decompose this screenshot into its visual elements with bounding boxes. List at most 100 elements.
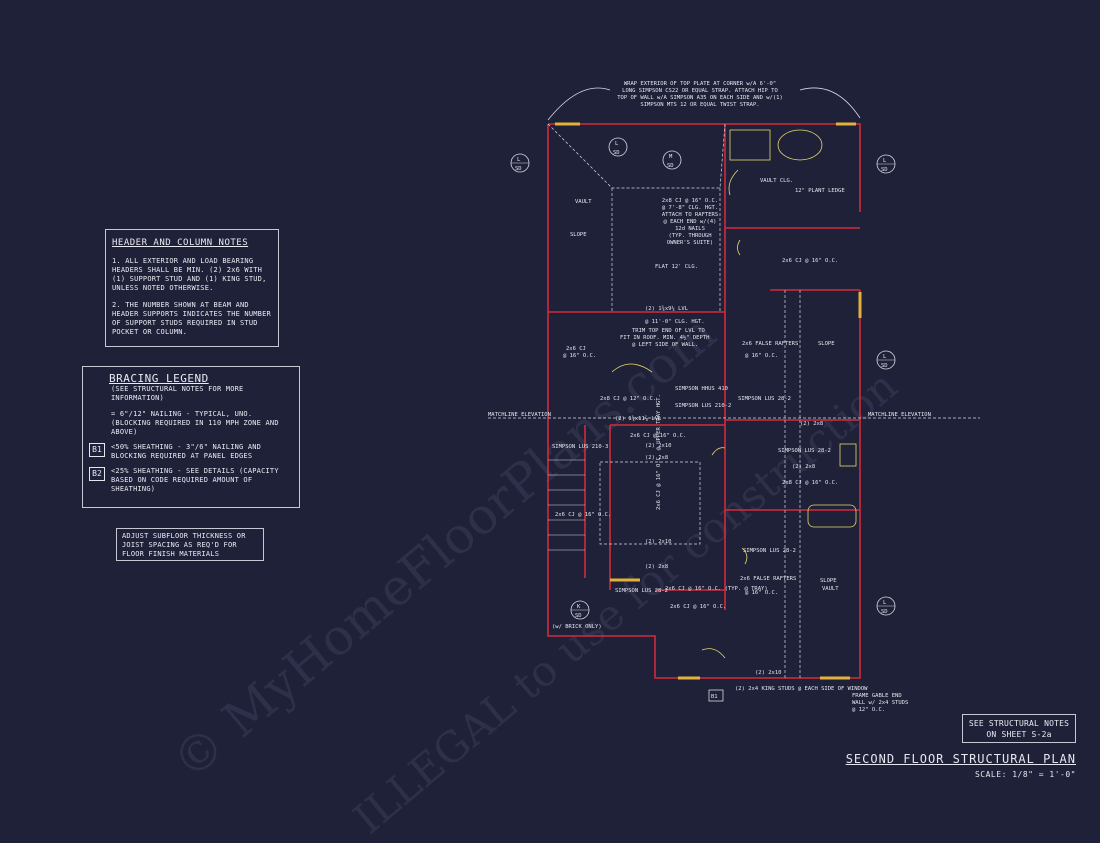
label-2x8-b: (2) 2x8 [800, 421, 823, 427]
header-note-2: 2. THE NUMBER SHOWN AT BEAM AND HEADER S… [112, 301, 271, 336]
label-cj-2x8-16: 2x8 CJ @ 16" O.C. [782, 480, 838, 486]
header-note-1: 1. ALL EXTERIOR AND LOAD BEARING HEADERS… [112, 257, 267, 292]
svg-text:@ EACH END w/(4): @ EACH END w/(4) [664, 219, 717, 225]
plan-scale: SCALE: 1/8" = 1'-0" [974, 770, 1076, 779]
subfloor-note-text: ADJUST SUBFLOOR THICKNESS OR JOIST SPACI… [122, 532, 246, 558]
label-matchline-right: MATCHLINE ELEVATION [868, 412, 931, 418]
second-floor-plan: WRAP EXTERIOR OF TOP PLATE AT CORNER w/A… [488, 81, 980, 713]
header-column-notes: HEADER AND COLUMN NOTES 1. ALL EXTERIOR … [105, 229, 279, 347]
label-2x8-d: (2) 2x8 [645, 564, 668, 570]
callout-line-4: SIMPSON MTS 12 OR EQUAL TWIST STRAP. [640, 102, 759, 108]
trim-note-2: FIT IN ROOF. MIN. 4½" DEPTH [620, 334, 709, 341]
svg-text:OWNER'S SUITE): OWNER'S SUITE) [667, 240, 713, 246]
label-2x8-c: (2) 2x8 [792, 464, 815, 470]
top-callout: WRAP EXTERIOR OF TOP PLATE AT CORNER w/A… [617, 81, 783, 108]
label-cj-2x6-left: 2x6 CJ @ 16" O.C. [555, 512, 611, 518]
label-lvl-hgt: @ 11'-0" CLG. HGT. [645, 319, 705, 325]
svg-text:2x8 CJ @ 16" O.C.: 2x8 CJ @ 16" O.C. [662, 198, 718, 204]
callout-line-3: TOP OF WALL w/A SIMPSON A35 ON EACH SIDE… [617, 95, 783, 101]
label-vault-2: VAULT [822, 586, 839, 592]
label-2x8-a: (2) 2x8 [645, 455, 668, 461]
marker-sd-1: SD [515, 166, 522, 172]
b1-tag-plan-text: B1 [711, 694, 718, 700]
plan-title: SECOND FLOOR STRUCTURAL PLAN [845, 752, 1076, 766]
svg-text:12d NAILS: 12d NAILS [675, 226, 705, 232]
label-cj-2x6-16: 2x6 CJ @ 16" O.C. [782, 258, 838, 264]
label-lvl-beam2: (2) 1¾x11⅞ LVL [615, 415, 662, 422]
label-cj-upper: 2x6 CJ @ 16" O.C. @ UPPER TRAY HGT. [656, 394, 662, 510]
trim-note-1: TRIM TOP END OF LVL TO [632, 328, 705, 334]
marker-sd-l: SD [613, 150, 620, 156]
cj-note-block: 2x8 CJ @ 16" O.C. @ 7'-8" CLG. HGT. ATTA… [662, 198, 718, 246]
callout-line-1: WRAP EXTERIOR OF TOP PLATE AT CORNER w/A… [624, 81, 776, 87]
b2-description: <25% SHEATHING - SEE DETAILS (CAPACITY B… [111, 467, 279, 493]
gable-end-1: FRAME GABLE END [852, 693, 902, 699]
label-simpson-lus28-r: SIMPSON LUS 28-2 [778, 448, 831, 454]
subfloor-note: ADJUST SUBFLOOR THICKNESS OR JOIST SPACI… [116, 528, 264, 561]
shower-fixture [729, 129, 771, 161]
label-false-rafters: 2x6 FALSE RAFTERS [742, 341, 798, 347]
label-simpson-lus28b: SIMPSON LUS 28-2 [743, 548, 796, 554]
label-cj-2x8-12: 2x8 CJ @ 12" O.C. [600, 396, 656, 402]
label-matchline-left: MATCHLINE ELEVATION [488, 412, 551, 418]
b1-description: <50% SHEATHING - 3"/6" NAILING AND BLOCK… [111, 443, 262, 460]
label-vault-clg: VAULT CLG. [760, 178, 793, 184]
svg-text:@ 7'-8" CLG. HGT.: @ 7'-8" CLG. HGT. [662, 205, 718, 211]
label-king-studs: (2) 2x4 KING STUDS @ EACH SIDE OF WINDOW [735, 686, 868, 692]
label-lvl-beam: (2) 1¾x9¼ LVL [645, 306, 689, 312]
drawing-sheet: © MyHomeFloorPlans.com ILLEGAL to use fo… [82, 81, 1076, 843]
marker-letter-l: L [615, 141, 619, 147]
label-false-rafters-oc-2: @ 16" O.C. [745, 590, 778, 596]
section-marker-l [608, 137, 628, 157]
marker-sd-k: SD [575, 613, 582, 619]
label-simpson-lus2103: SIMPSON LUS 210-3 [552, 444, 608, 450]
b2-tag: B2 [89, 467, 105, 481]
label-simpson-lus28c: SIMPSON LUS 28-2 [615, 588, 668, 594]
callout-line-2: LONG SIMPSON CS22 OR EQUAL STRAP. ATTACH… [622, 88, 778, 94]
marker-letter-1: L [517, 157, 521, 163]
label-flat-clg: FLAT 12' CLG. [655, 264, 698, 270]
see-notes-text: SEE STRUCTURAL NOTES ON SHEET S-2a [968, 719, 1070, 739]
see-structural-notes: SEE STRUCTURAL NOTES ON SHEET S-2a [962, 714, 1076, 743]
trim-note-3: @ LEFT SIDE OF WALL. [632, 342, 698, 348]
wall-interior [548, 124, 860, 610]
label-cj-2x6-a2: @ 16" O.C. [563, 353, 596, 359]
svg-text:ATTACH TO RAFTERS: ATTACH TO RAFTERS [662, 212, 718, 218]
label-plant-ledge: 12" PLANT LEDGE [795, 188, 845, 194]
tub-fixture-2 [807, 504, 857, 528]
marker-sd-r1: SD [881, 167, 888, 173]
bracing-nailing: = 6"/12" NAILING - TYPICAL, UNO. (BLOCKI… [111, 410, 279, 436]
marker-letter-r1: L [883, 158, 887, 164]
label-false-rafters-2: 2x6 FALSE RAFTERS [740, 576, 796, 582]
sink-fixture [839, 443, 857, 467]
label-cj-2x6-a: 2x6 CJ [566, 346, 586, 352]
tub-fixture [777, 129, 823, 161]
label-simpson-lus28: SIMPSON LUS 28-2 [738, 396, 791, 402]
marker-sd-r3: SD [881, 609, 888, 615]
label-brick-only: (w/ BRICK ONLY) [552, 624, 602, 630]
marker-letter-r2: L [883, 354, 887, 360]
section-marker-m [662, 150, 682, 170]
b1-tag-plan [708, 689, 724, 702]
marker-sd-m: SD [667, 163, 674, 169]
label-vault: VAULT [575, 199, 592, 205]
label-2x10-b: (2) 2x10 [645, 539, 672, 545]
header-notes-title: HEADER AND COLUMN NOTES [112, 238, 249, 248]
b1-tag: B1 [89, 443, 105, 457]
gable-end-3: @ 12" O.C. [852, 707, 885, 713]
marker-letter-m: M [669, 154, 673, 160]
label-cj-2x6-b: 2x6 CJ @ 16" O.C. [670, 604, 726, 610]
bracing-legend-title: BRACING LEGEND [109, 372, 209, 385]
label-false-rafters-oc: @ 16" O.C. [745, 353, 778, 359]
label-simpson-hhus: SIMPSON HHUS 410 [675, 386, 728, 392]
marker-letter-k: K [577, 604, 581, 610]
label-cj-tray: 2x6 CJ @ 16" O.C. (TYP. @ TRAY) [665, 586, 768, 592]
label-slope-3: SLOPE [820, 578, 837, 584]
marker-letter-r3: L [883, 600, 887, 606]
label-2x10-c: (2) 2x10 [755, 670, 782, 676]
label-slope-1: SLOPE [570, 232, 587, 238]
marker-sd-r2: SD [881, 363, 888, 369]
label-simpson-lus210: SIMPSON LUS 210-2 [675, 403, 731, 409]
label-slope-2: SLOPE [818, 341, 835, 347]
svg-text:(TYP. THROUGH: (TYP. THROUGH [668, 233, 711, 239]
